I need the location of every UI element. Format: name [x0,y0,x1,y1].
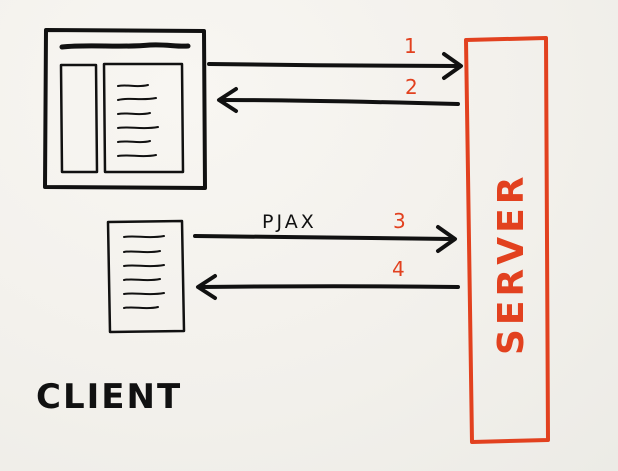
full-page-window [43,28,207,190]
step-label-3: 3 [393,209,406,233]
step-label-1: 1 [404,34,417,58]
partial-content-page [106,219,186,334]
arrow-1-request [207,52,463,80]
arrow-4-pjax-response [196,274,460,300]
arrow-3-pjax-request [193,225,457,253]
pjax-label: PJAX [262,211,317,233]
client-label: CLIENT [36,377,182,417]
arrow-2-response [217,87,460,113]
server-box [464,36,550,444]
step-label-2: 2 [405,75,418,99]
server-label: SERVER [491,173,532,355]
step-label-4: 4 [392,257,405,281]
